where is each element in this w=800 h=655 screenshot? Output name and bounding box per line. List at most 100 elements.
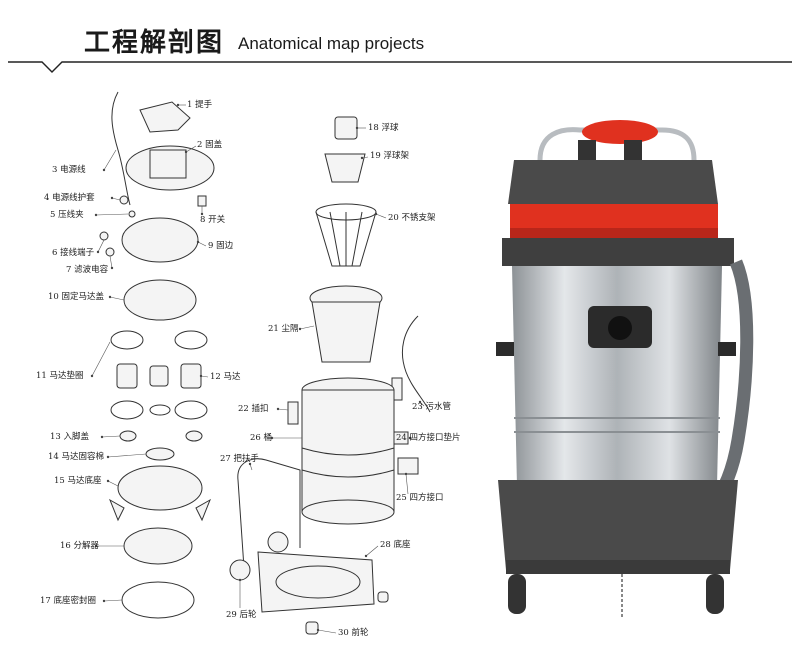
leader-dot-p10 <box>108 295 112 299</box>
leader-line-p2 <box>185 145 197 153</box>
part-label-p2: 2 固盖 <box>197 139 223 150</box>
leader-dot-p2 <box>184 150 188 154</box>
part-motor-base-side-b <box>195 498 211 522</box>
leader-dot-p19 <box>360 156 364 160</box>
part-clip <box>287 401 299 425</box>
part-capacitor <box>105 247 115 257</box>
part-label-p16: 16 分解器 <box>60 540 100 551</box>
part-label-p28: 28 底座 <box>380 539 411 550</box>
part-label-p13: 13 入脚盖 <box>50 431 90 442</box>
part-label-p3: 3 电源线 <box>52 164 86 175</box>
leader-dot-p16 <box>94 544 98 548</box>
leader-dot-p22 <box>276 407 280 411</box>
leader-dot-p17 <box>102 599 106 603</box>
leader-dot-p30 <box>316 628 320 632</box>
part-label-p23: 23 污水管 <box>412 401 451 412</box>
part-label-p30: 30 前轮 <box>338 627 369 638</box>
photo-red-bag <box>582 120 658 144</box>
part-label-p12: 12 马达 <box>210 371 241 382</box>
leader-line-p22 <box>277 408 289 411</box>
part-tank-bottom <box>301 499 395 525</box>
leader-dot-p18 <box>355 126 359 130</box>
part-label-p9: 9 固边 <box>208 240 234 251</box>
part-motor-foam <box>145 447 175 461</box>
photo-side-handle-left <box>496 342 514 356</box>
leader-dot-p28 <box>364 554 368 558</box>
part-motor-base <box>117 465 203 511</box>
part-gasket-d <box>174 400 208 420</box>
leader-dot-p14 <box>106 455 110 459</box>
leader-dot-p12 <box>199 374 203 378</box>
part-separator <box>123 527 193 565</box>
part-foot-cap-b <box>185 430 203 442</box>
leader-line-p17 <box>103 599 123 602</box>
part-support-cage <box>315 211 377 267</box>
leader-dot-p13 <box>100 435 104 439</box>
photo-top-handle <box>537 127 697 161</box>
leader-line-p9 <box>197 241 207 247</box>
photo-side-handle-right <box>718 342 736 356</box>
part-label-p5: 5 压线夹 <box>50 209 84 220</box>
leader-line-p20 <box>375 213 387 219</box>
leader-dot-p23 <box>418 400 422 404</box>
leader-dot-p8 <box>200 212 204 216</box>
part-float-frame <box>324 153 366 183</box>
leader-line-p13 <box>101 435 121 438</box>
part-label-p11: 11 马达垫圈 <box>36 370 84 381</box>
photo-trolley-lip <box>506 560 730 574</box>
part-label-p21: 21 尘隔 <box>268 323 299 334</box>
leader-dot-p15 <box>106 479 110 483</box>
part-motor-cover <box>123 279 197 321</box>
leader-dot-p6 <box>96 250 100 254</box>
photo-steel-tank <box>512 266 722 530</box>
leader-dot-p27 <box>248 462 252 466</box>
leader-dot-p3 <box>102 168 106 172</box>
photo-wheel-right <box>706 574 724 614</box>
part-float <box>334 116 358 140</box>
part-label-p26: 26 桶 <box>250 432 272 443</box>
leader-dot-p25 <box>404 472 408 476</box>
leader-line-p5 <box>95 213 129 216</box>
part-label-p14: 14 马达固容棉 <box>48 451 104 462</box>
part-label-p27: 27 把扶手 <box>220 453 260 464</box>
part-gasket-a <box>110 330 144 350</box>
part-trolley-handle <box>237 458 301 569</box>
page-title: 工程解剖图 <box>84 28 225 58</box>
photo-intake-hole <box>608 316 632 340</box>
part-cord-clamp <box>128 210 136 218</box>
header-divider <box>8 61 792 73</box>
part-label-p22: 22 插扣 <box>238 403 269 414</box>
part-label-p20: 20 不锈支架 <box>388 212 436 223</box>
part-label-p6: 6 接线端子 <box>52 247 95 258</box>
leader-dot-p24 <box>408 436 412 440</box>
part-handle <box>139 101 191 133</box>
part-base-well <box>275 565 361 599</box>
part-front-wheel-b <box>377 591 389 603</box>
part-tank-band <box>301 447 395 478</box>
part-label-p8: 8 开关 <box>200 214 226 225</box>
part-label-p7: 7 滤波电容 <box>66 264 109 275</box>
part-switch <box>197 195 207 207</box>
leader-dot-p11 <box>90 374 94 378</box>
page-subtitle: Anatomical map projects <box>238 34 425 53</box>
leader-line-p30 <box>317 629 337 634</box>
photo-tank-band <box>514 417 720 433</box>
part-foot-cap <box>119 430 137 442</box>
part-label-p4: 4 电源线护套 <box>44 192 95 203</box>
photo-trolley-base <box>498 480 738 570</box>
part-gasket-b <box>174 330 208 350</box>
part-gasket-c <box>110 400 144 420</box>
leader-line-p3 <box>103 149 117 171</box>
part-label-p10: 10 固定马达盖 <box>48 291 105 302</box>
part-label-p18: 18 浮球 <box>368 122 399 133</box>
part-front-wheel-a <box>305 621 319 635</box>
part-tank-body <box>301 389 395 513</box>
part-connector-gasket <box>393 431 409 445</box>
part-label-p25: 25 四方接口 <box>396 492 444 503</box>
leader-line-p6 <box>97 239 105 253</box>
part-rim <box>121 217 199 263</box>
part-power-cord <box>111 91 131 206</box>
leader-line-p25 <box>405 473 409 495</box>
